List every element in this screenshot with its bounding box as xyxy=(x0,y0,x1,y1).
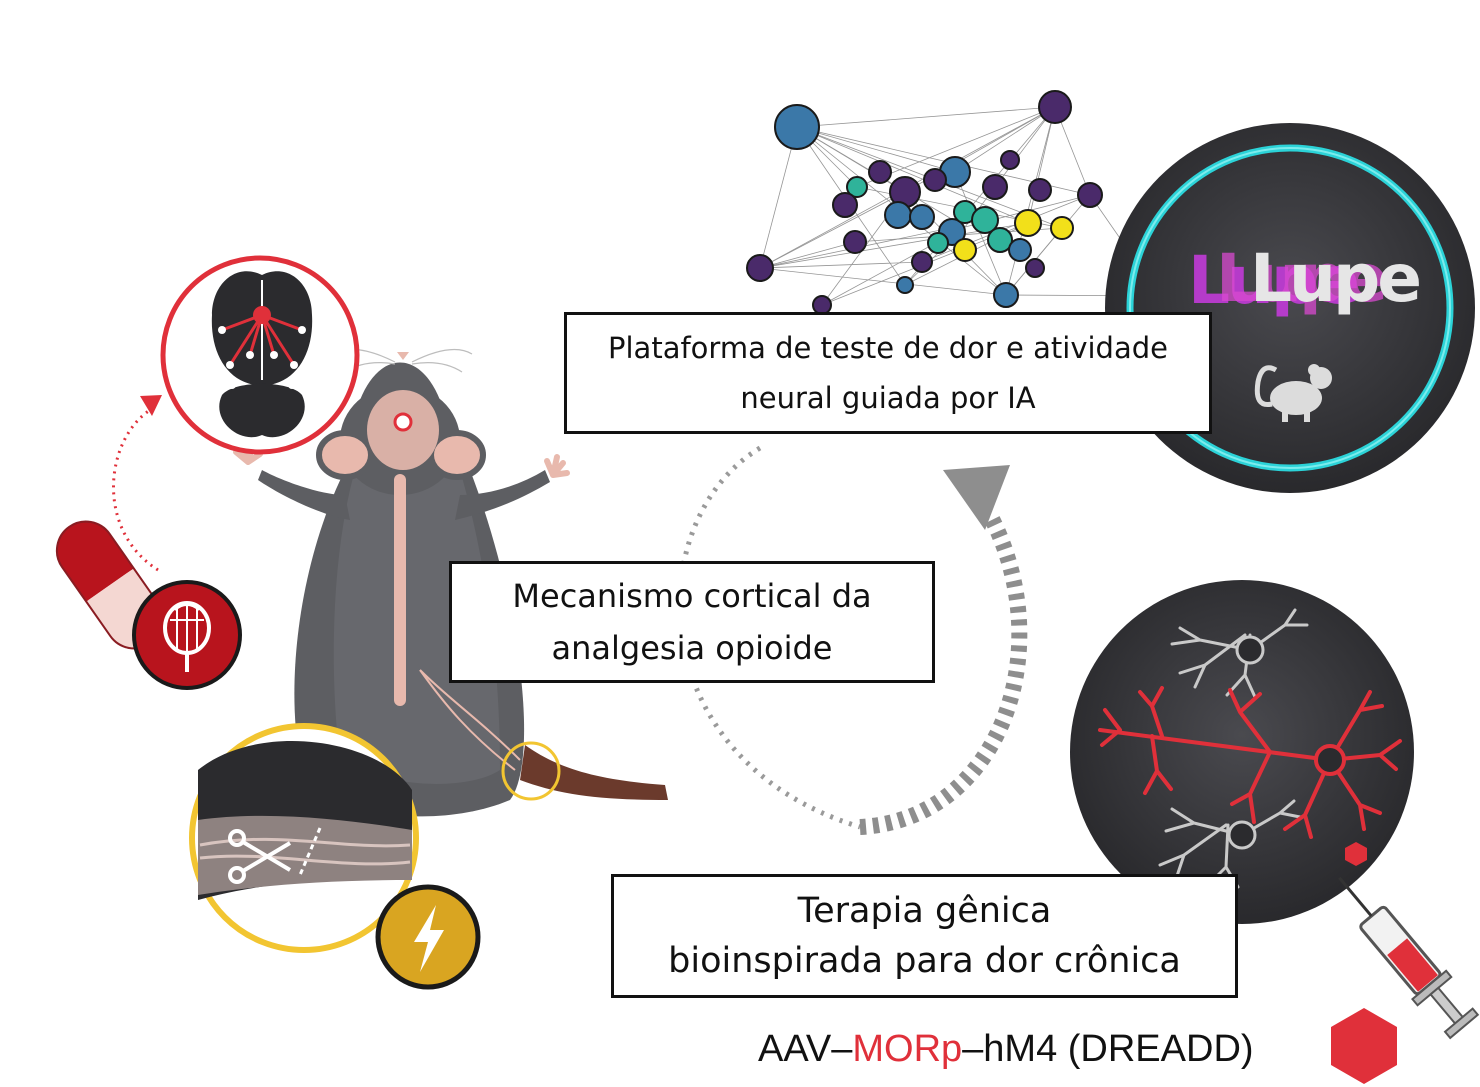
therapy-label-box: Terapia gênica bioinspirada para dor crô… xyxy=(611,874,1238,998)
poppy-icon xyxy=(132,580,242,690)
platform-line-2: neural guiada por IA xyxy=(740,381,1036,415)
network-nodes xyxy=(746,90,1172,315)
scissors-icon xyxy=(228,829,292,884)
platform-line-1: Plataforma de teste de dor e atividade xyxy=(608,331,1168,365)
therapy-line-1: Terapia gênica xyxy=(797,891,1052,931)
syringe-icon xyxy=(1338,876,1480,1040)
construct-label: AAV–MORp–hM4 (DREADD) xyxy=(758,1028,1254,1071)
lightning-icon xyxy=(375,884,481,990)
lupe-logo-text: Lupe xyxy=(1250,240,1422,317)
hexagon-icon xyxy=(1331,1008,1397,1084)
mechanism-line-2: analgesia opioide xyxy=(551,629,833,667)
dotted-arrow-red xyxy=(112,408,159,572)
mechanism-label-box: Mecanismo cortical da analgesia opioide xyxy=(449,561,935,683)
mouse-illustration xyxy=(233,348,668,817)
cycle-arrow-head xyxy=(943,465,1010,530)
nerve-injury-circle xyxy=(189,723,419,953)
neuron-icon xyxy=(1070,580,1414,924)
construct-part-3: –hM4 (DREADD) xyxy=(962,1028,1254,1070)
construct-part-1: AAV– xyxy=(758,1028,853,1070)
platform-label-box: Plataforma de teste de dor e atividade n… xyxy=(564,312,1212,434)
mouse-icon xyxy=(1254,364,1332,422)
mechanism-line-1: Mecanismo cortical da xyxy=(512,577,872,615)
cycle-arrow-dashed xyxy=(859,511,1028,835)
brain-icon xyxy=(160,255,360,455)
dotted-arrow-red-head xyxy=(140,395,162,416)
construct-part-2: MORp xyxy=(852,1028,963,1070)
therapy-line-2: bioinspirada para dor crônica xyxy=(668,941,1181,981)
